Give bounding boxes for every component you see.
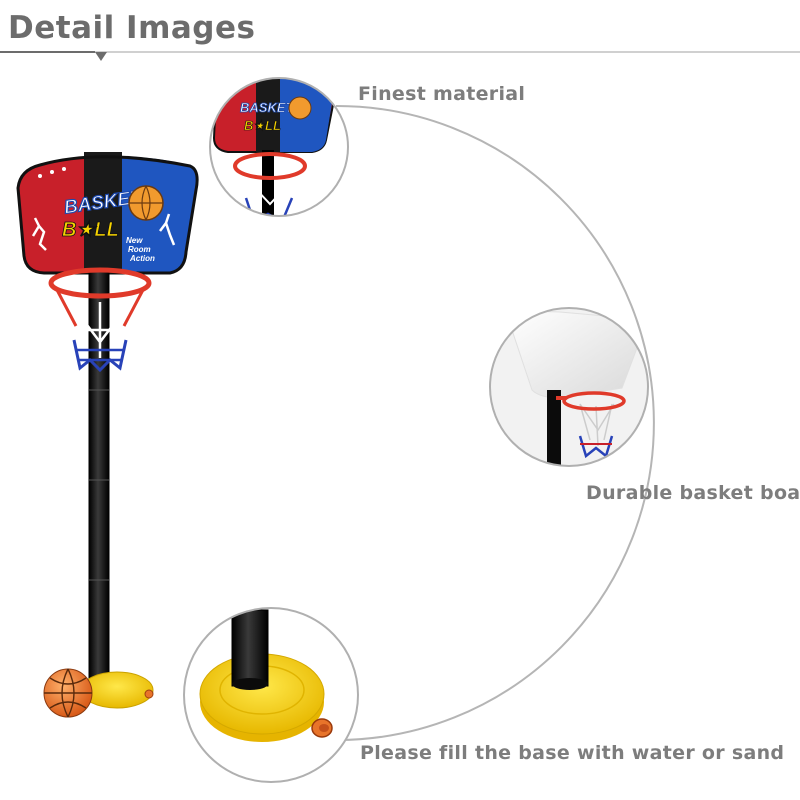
header-underline <box>0 51 800 61</box>
svg-text:B★LL: B★LL <box>244 118 281 133</box>
board-small-text-1: New <box>126 236 143 245</box>
basketball-stand-product: BASKET B★LL New Room Action <box>16 152 199 718</box>
caption-durable-board: Durable basket board <box>586 482 800 504</box>
connector-arc <box>335 104 655 741</box>
hoop-net <box>48 267 152 373</box>
backboard: BASKET B★LL New Room Action <box>16 152 199 275</box>
caption-fill-base: Please fill the base with water or sand <box>360 742 785 764</box>
caption-finest-material: Finest material <box>358 83 526 105</box>
board-small-text-2: Room <box>128 245 151 254</box>
basketball <box>43 668 93 718</box>
page-title: Detail Images <box>8 10 256 46</box>
svg-text:BASKET: BASKET <box>240 100 295 115</box>
detail-circle-base <box>183 607 359 783</box>
board-small-text-3: Action <box>129 254 155 263</box>
board-text-ball: B★LL <box>62 219 119 241</box>
stand-base <box>80 671 154 709</box>
detail-circle-material: BASKET B★LL <box>209 77 349 217</box>
detail-circle-board <box>489 307 649 467</box>
